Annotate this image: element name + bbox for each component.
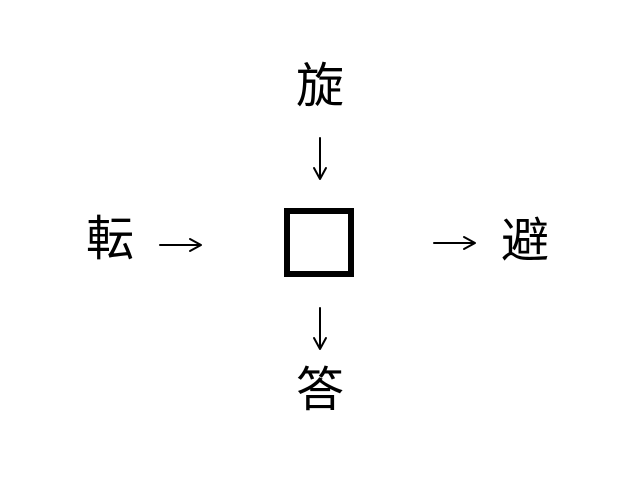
kanji-top: 旋 — [295, 58, 345, 114]
kanji-right: 避 — [500, 213, 550, 269]
right-arrow-icon — [433, 234, 477, 256]
answer-box — [284, 208, 354, 277]
down-arrow-icon — [311, 307, 329, 355]
down-arrow-icon — [311, 137, 329, 185]
kanji-bottom: 答 — [295, 362, 345, 418]
kanji-left: 転 — [85, 211, 135, 267]
right-arrow-icon — [159, 236, 203, 258]
